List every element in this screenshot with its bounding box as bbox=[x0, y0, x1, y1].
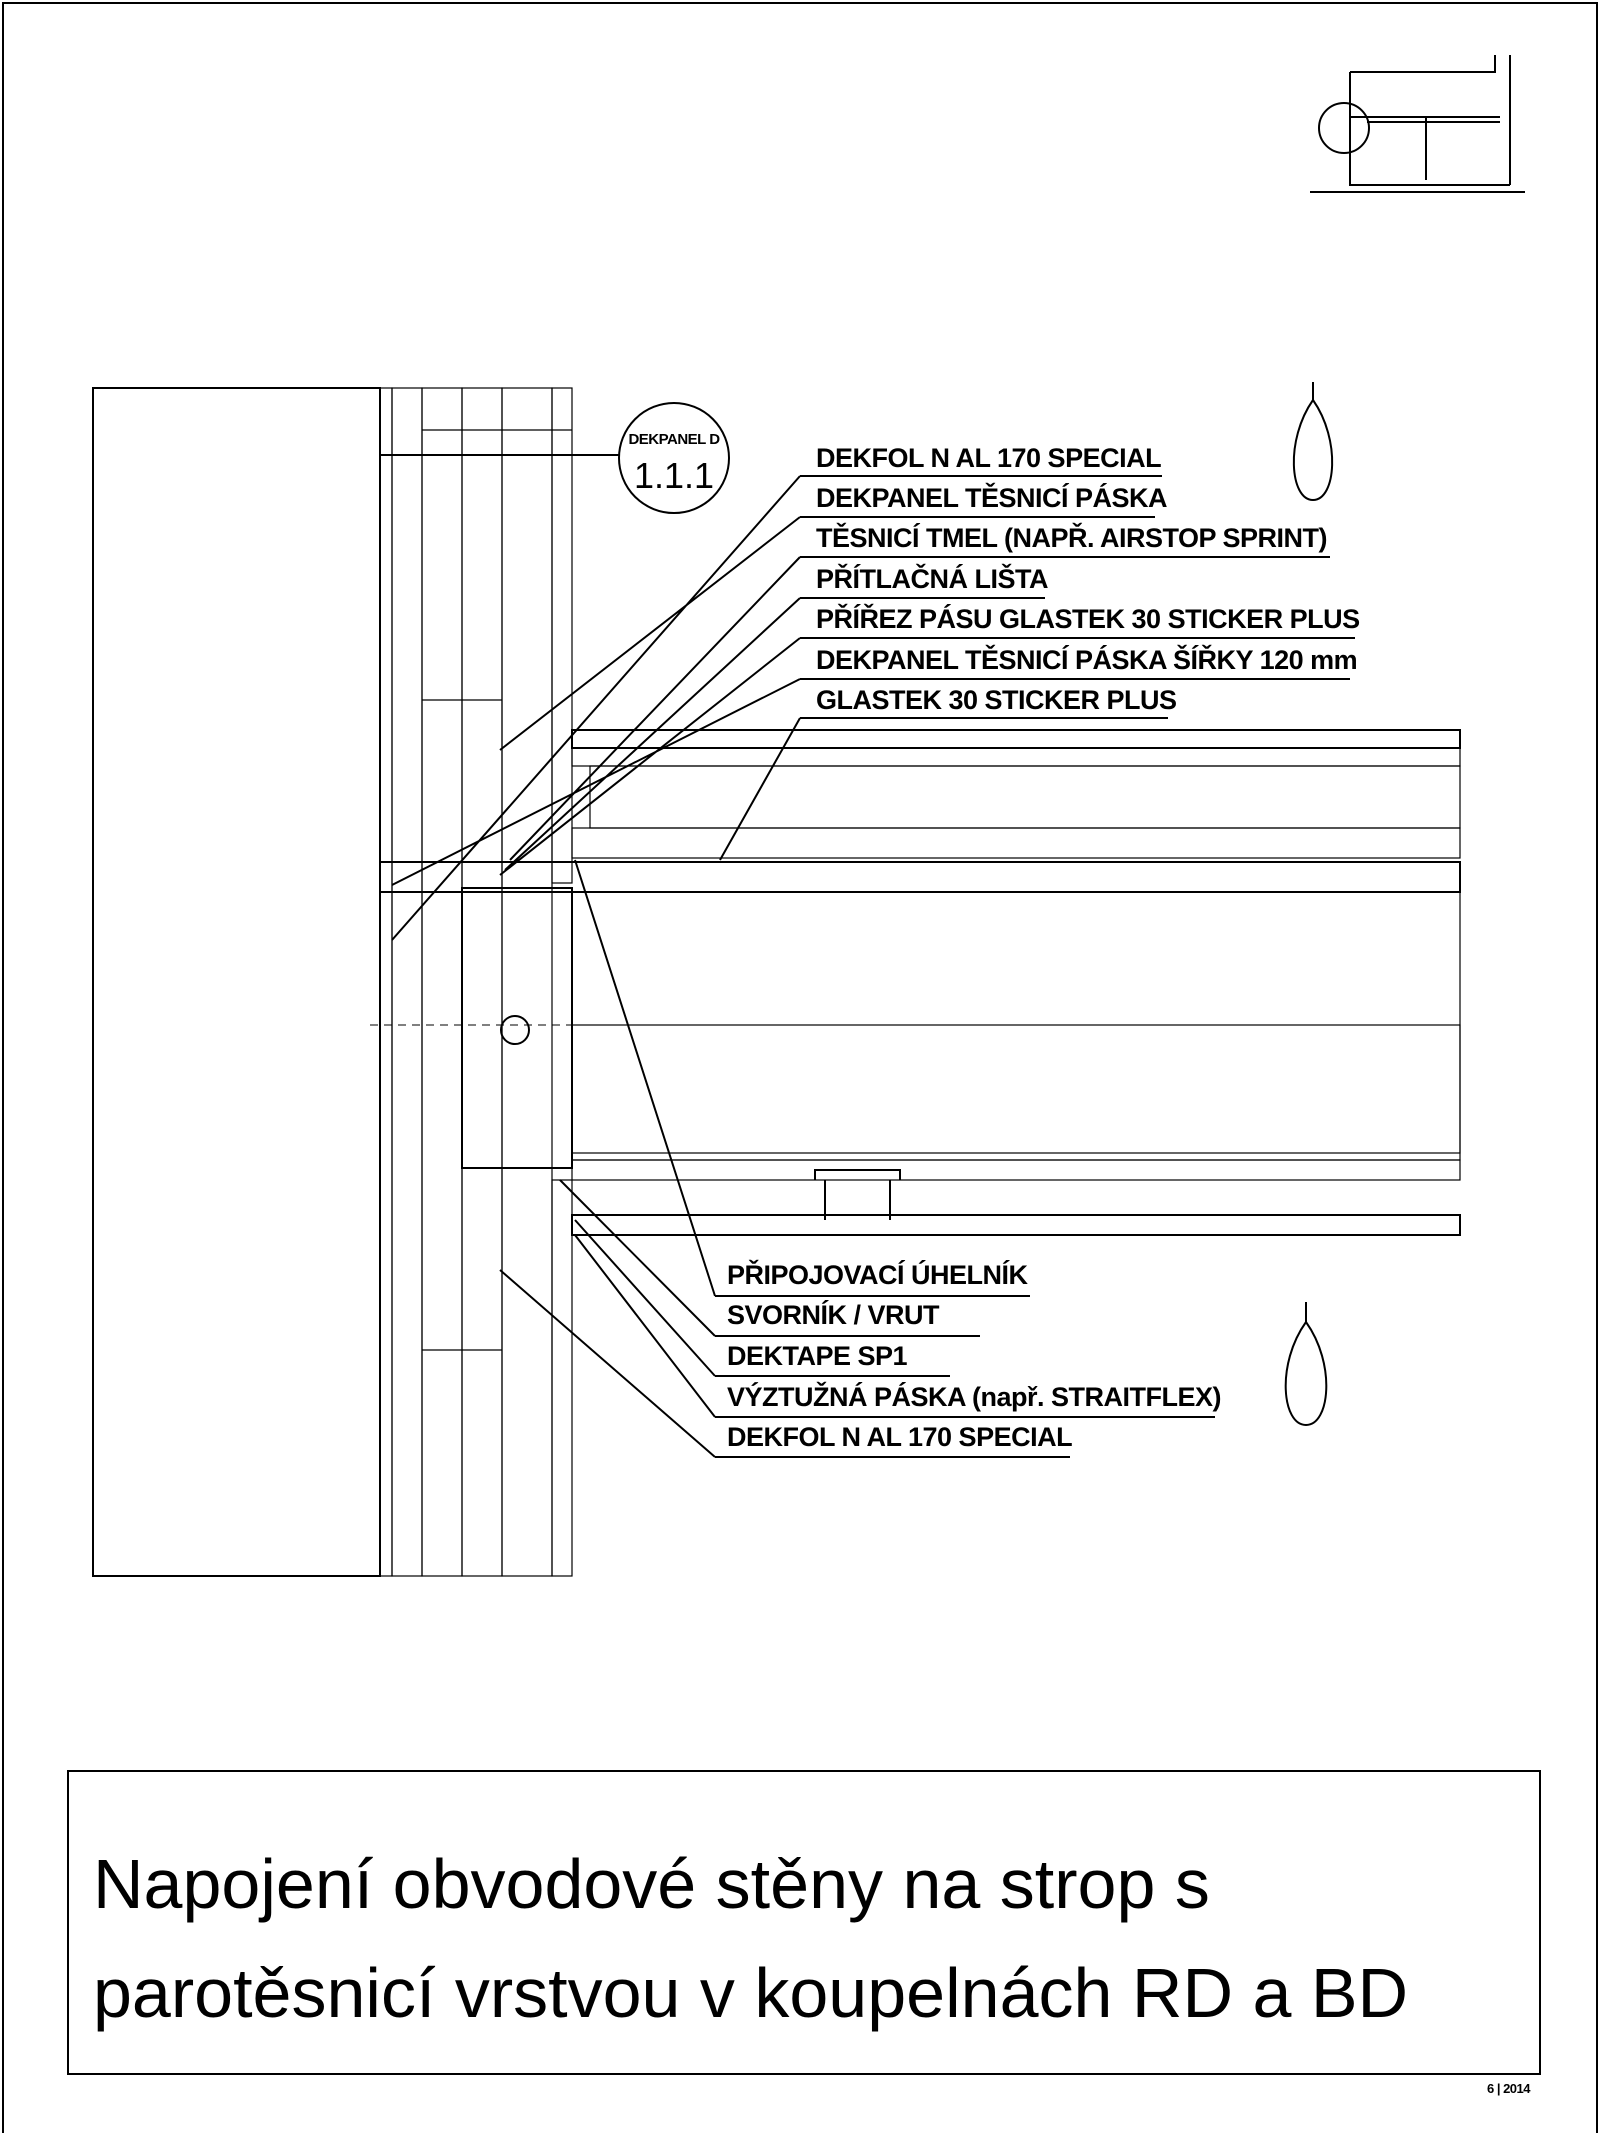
detail-reference: DEKPANEL D 1.1.1 bbox=[380, 402, 730, 514]
label-dekfol-top: DEKFOL N AL 170 SPECIAL bbox=[816, 443, 1161, 473]
label-glastek-cut: PŘÍŘEZ PÁSU GLASTEK 30 STICKER PLUS bbox=[816, 603, 1360, 634]
title-box bbox=[67, 1770, 1541, 2075]
floor-structure bbox=[379, 729, 1461, 1236]
label-dekpanel-tape: DEKPANEL TĚSNICÍ PÁSKA bbox=[816, 482, 1167, 513]
detail-ref-number: 1.1.1 bbox=[634, 455, 714, 496]
label-dekfol-bottom: DEKFOL N AL 170 SPECIAL bbox=[727, 1422, 1072, 1452]
label-dekpanel-tape-120: DEKPANEL TĚSNICÍ PÁSKA ŠÍŘKY 120 mm bbox=[816, 644, 1357, 675]
moisture-drop-icon bbox=[1284, 382, 1334, 1427]
label-glastek: GLASTEK 30 STICKER PLUS bbox=[816, 685, 1177, 715]
title-line-1: Napojení obvodové stěny na strop s bbox=[93, 1845, 1210, 1923]
upper-labels: DEKFOL N AL 170 SPECIAL DEKPANEL TĚSNICÍ… bbox=[391, 443, 1360, 941]
label-angle-bracket: PŘIPOJOVACÍ ÚHELNÍK bbox=[727, 1259, 1029, 1290]
label-pressure-strip: PŘÍTLAČNÁ LIŠTA bbox=[816, 563, 1048, 594]
label-bolt-screw: SVORNÍK / VRUT bbox=[727, 1299, 940, 1330]
label-reinforcing-tape: VÝZTUŽNÁ PÁSKA (např. STRAITFLEX) bbox=[727, 1381, 1221, 1412]
label-sealant: TĚSNICÍ TMEL (NAPŘ. AIRSTOP SPRINT) bbox=[816, 522, 1327, 553]
label-dektape: DEKTAPE SP1 bbox=[727, 1341, 908, 1371]
key-plan-icon bbox=[1310, 55, 1525, 193]
detail-ref-label: DEKPANEL D bbox=[628, 431, 720, 448]
wall-layers bbox=[379, 387, 573, 1577]
wall-insulation bbox=[92, 387, 381, 1577]
lower-labels: PŘIPOJOVACÍ ÚHELNÍK SVORNÍK / VRUT DEKTA… bbox=[499, 859, 1222, 1458]
page-number: 6 | 2014 bbox=[1487, 2081, 1531, 2096]
title-line-2: parotěsnicí vrstvou v koupelnách RD a BD bbox=[93, 1954, 1408, 2032]
